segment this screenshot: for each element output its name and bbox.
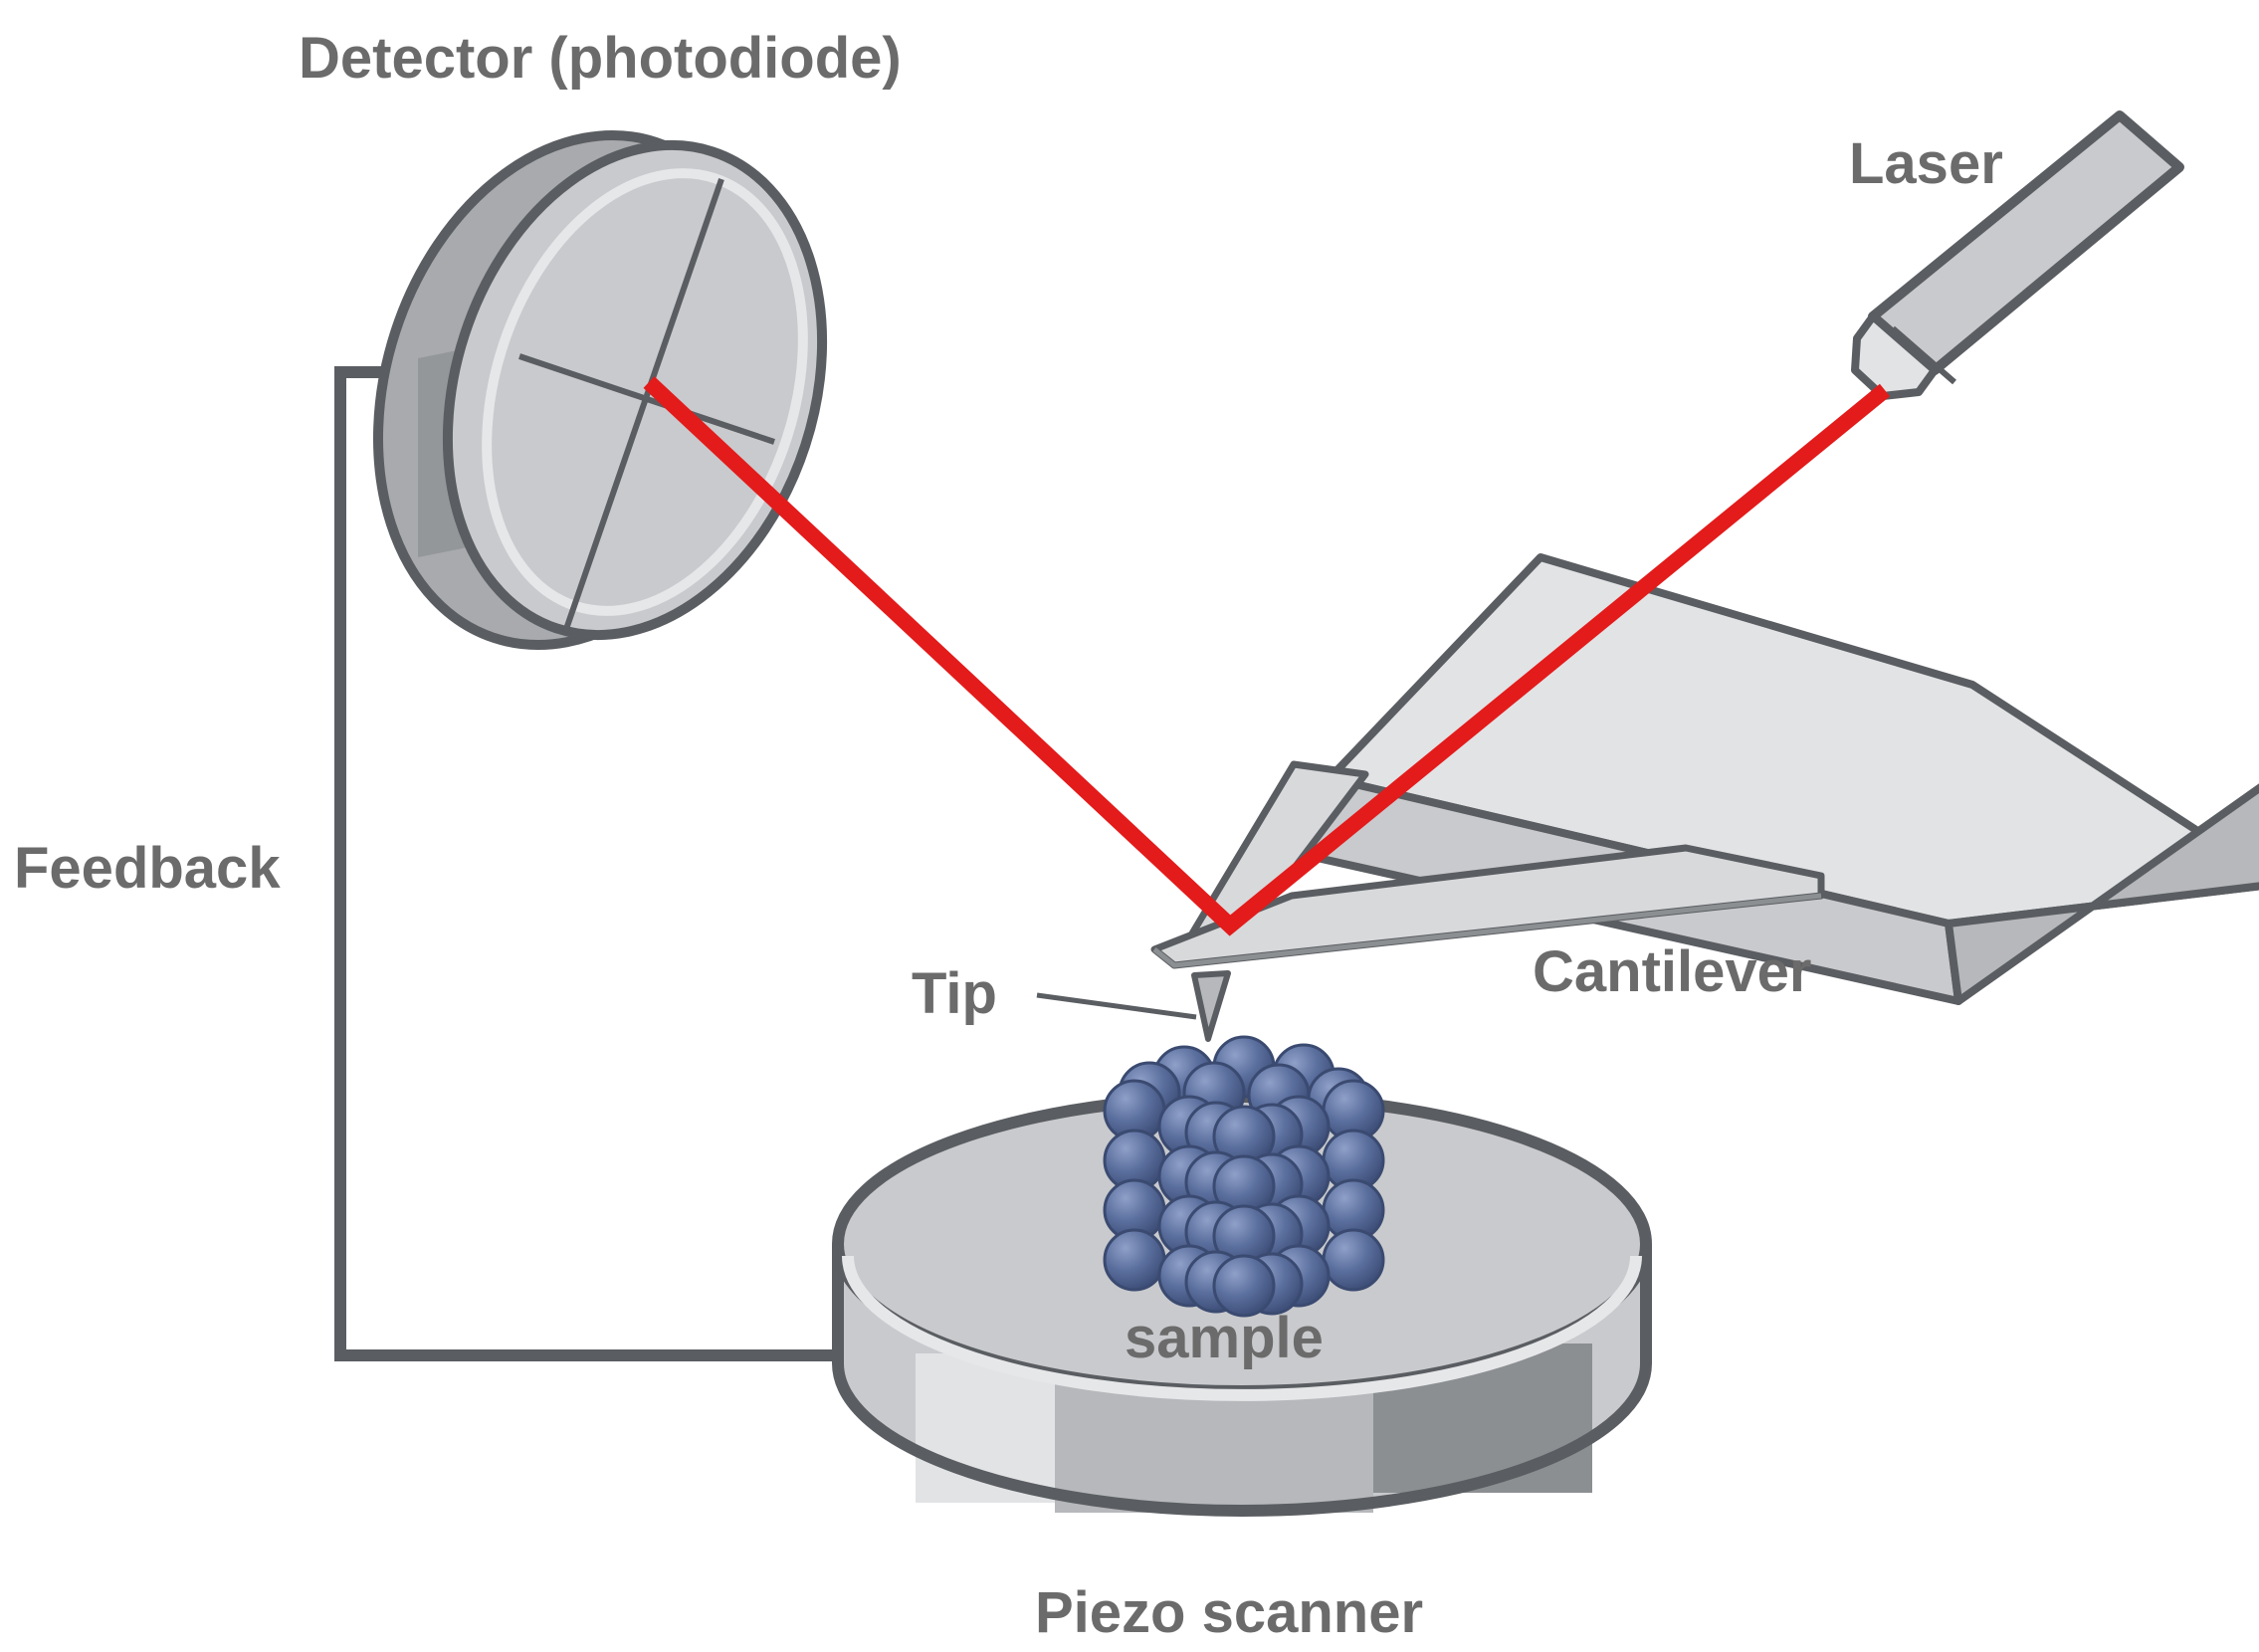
cantilever-label: Cantilever bbox=[1533, 939, 1811, 1004]
sample-atom bbox=[1103, 1228, 1166, 1292]
laser-label: Laser bbox=[1849, 131, 2003, 196]
sample-atom bbox=[1212, 1254, 1276, 1318]
atom-sample-icon bbox=[1103, 1035, 1385, 1318]
feedback-label: Feedback bbox=[14, 836, 281, 901]
afm-tip-icon bbox=[1191, 970, 1231, 1042]
laser-beam bbox=[643, 376, 1891, 936]
feedback-wire bbox=[334, 366, 836, 1361]
sample-label: sample bbox=[1125, 1306, 1324, 1370]
tip-label: Tip bbox=[912, 961, 997, 1026]
laser-emitter-icon bbox=[1851, 110, 2184, 400]
tip-leader-line bbox=[1036, 992, 1197, 1020]
photodiode-detector-icon bbox=[372, 129, 828, 651]
piezo-label: Piezo scanner bbox=[1035, 1580, 1423, 1645]
sample-atom bbox=[1322, 1228, 1385, 1292]
detector-label: Detector (photodiode) bbox=[299, 26, 902, 91]
